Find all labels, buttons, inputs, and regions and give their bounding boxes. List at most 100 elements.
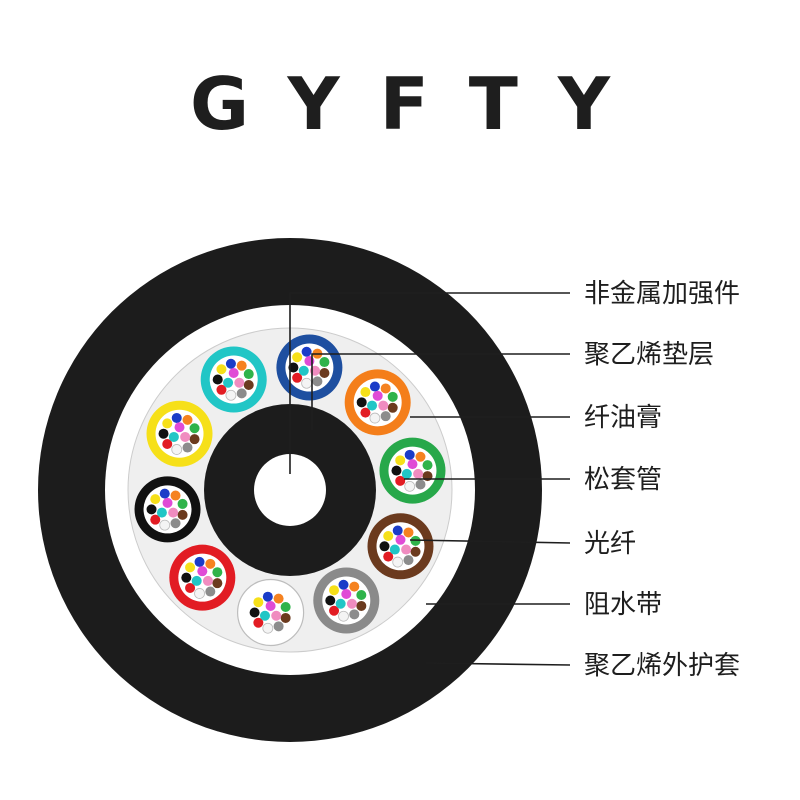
optical-fiber xyxy=(369,412,381,424)
optical-fiber xyxy=(158,428,169,439)
optical-fiber xyxy=(367,400,378,411)
optical-fiber xyxy=(171,412,182,423)
optical-fiber xyxy=(170,490,181,501)
component-label: 光纤 xyxy=(584,529,636,559)
leader-line xyxy=(311,353,570,430)
optical-fiber xyxy=(162,438,173,449)
strength-member xyxy=(254,454,326,526)
optical-fiber xyxy=(280,612,291,623)
optical-fiber xyxy=(191,575,202,586)
optical-fiber xyxy=(197,566,208,577)
optical-fiber xyxy=(273,621,284,632)
optical-fiber xyxy=(185,562,196,573)
component-label: 聚乙烯垫层 xyxy=(584,340,714,370)
optical-fiber xyxy=(298,365,309,376)
optical-fiber xyxy=(404,480,416,492)
optical-fiber xyxy=(262,591,273,602)
optical-fiber xyxy=(360,407,371,418)
optical-fiber xyxy=(212,374,223,385)
leader-line xyxy=(409,539,571,544)
loose-tube xyxy=(169,544,236,611)
optical-fiber xyxy=(194,556,205,567)
optical-fiber xyxy=(202,575,213,586)
optical-fiber xyxy=(181,572,192,583)
optical-fiber xyxy=(236,388,247,399)
optical-fiber xyxy=(338,610,349,622)
optical-fiber xyxy=(146,504,157,515)
optical-fiber xyxy=(391,465,402,476)
optical-fiber xyxy=(189,434,200,445)
optical-fiber xyxy=(156,507,167,518)
optical-fiber xyxy=(341,588,352,599)
optical-fiber xyxy=(356,397,367,408)
optical-fiber xyxy=(150,494,161,505)
optical-fiber xyxy=(407,459,418,470)
optical-fiber xyxy=(174,422,185,433)
optical-fiber xyxy=(212,567,223,578)
optical-fiber xyxy=(410,546,421,557)
optical-fiber xyxy=(369,381,380,392)
optical-fiber xyxy=(177,498,188,509)
component-label: 松套管 xyxy=(584,465,662,495)
optical-fiber xyxy=(319,357,330,368)
optical-fiber xyxy=(234,377,245,388)
optical-fiber xyxy=(180,431,191,442)
optical-fiber xyxy=(415,479,426,490)
optical-fiber xyxy=(182,414,193,425)
optical-fiber xyxy=(225,389,237,401)
leader-line xyxy=(289,292,570,474)
optical-fiber xyxy=(403,527,414,538)
optical-fiber xyxy=(338,579,349,590)
optical-fiber xyxy=(162,418,173,429)
optical-fiber xyxy=(185,582,196,593)
optical-fiber xyxy=(159,519,171,531)
optical-fiber xyxy=(228,368,239,379)
optical-fiber xyxy=(271,610,282,621)
optical-fiber xyxy=(389,544,400,555)
optical-fiber xyxy=(360,387,371,398)
optical-fiber xyxy=(401,468,412,479)
optical-fiber xyxy=(403,555,414,566)
optical-fiber xyxy=(392,556,404,568)
optical-fiber xyxy=(150,514,161,525)
optical-fiber xyxy=(356,590,367,601)
optical-fiber xyxy=(404,449,415,460)
optical-fiber xyxy=(372,390,383,401)
optical-fiber xyxy=(292,352,303,363)
optical-fiber xyxy=(356,600,367,611)
loose-tube xyxy=(344,369,411,436)
loose-tube xyxy=(146,400,213,467)
optical-fiber xyxy=(383,531,394,542)
optical-fiber xyxy=(329,605,340,616)
optical-fiber xyxy=(205,558,216,569)
optical-fiber xyxy=(301,377,313,389)
optical-fiber xyxy=(383,551,394,562)
optical-fiber xyxy=(212,578,223,589)
optical-fiber xyxy=(387,391,398,402)
loose-tube xyxy=(237,578,305,647)
optical-fiber xyxy=(253,597,264,608)
loose-tube xyxy=(276,334,343,401)
optical-fiber xyxy=(335,598,346,609)
optical-fiber xyxy=(378,400,389,411)
optical-fiber xyxy=(225,358,236,369)
optical-fiber xyxy=(168,431,179,442)
optical-fiber xyxy=(159,488,170,499)
optical-fiber xyxy=(273,593,284,604)
optical-fiber xyxy=(346,598,357,609)
loose-tube xyxy=(200,346,267,413)
optical-fiber xyxy=(387,402,398,413)
optical-fiber xyxy=(216,364,227,375)
optical-fiber xyxy=(168,507,179,518)
optical-fiber xyxy=(249,607,260,618)
optical-fiber xyxy=(288,362,299,373)
optical-fiber xyxy=(243,369,254,380)
optical-fiber xyxy=(170,518,181,529)
optical-fiber xyxy=(395,534,406,545)
leader-line xyxy=(425,662,571,666)
optical-fiber xyxy=(253,617,264,628)
optical-fiber xyxy=(415,451,426,462)
loose-tube xyxy=(313,567,380,634)
optical-fiber xyxy=(243,379,254,390)
